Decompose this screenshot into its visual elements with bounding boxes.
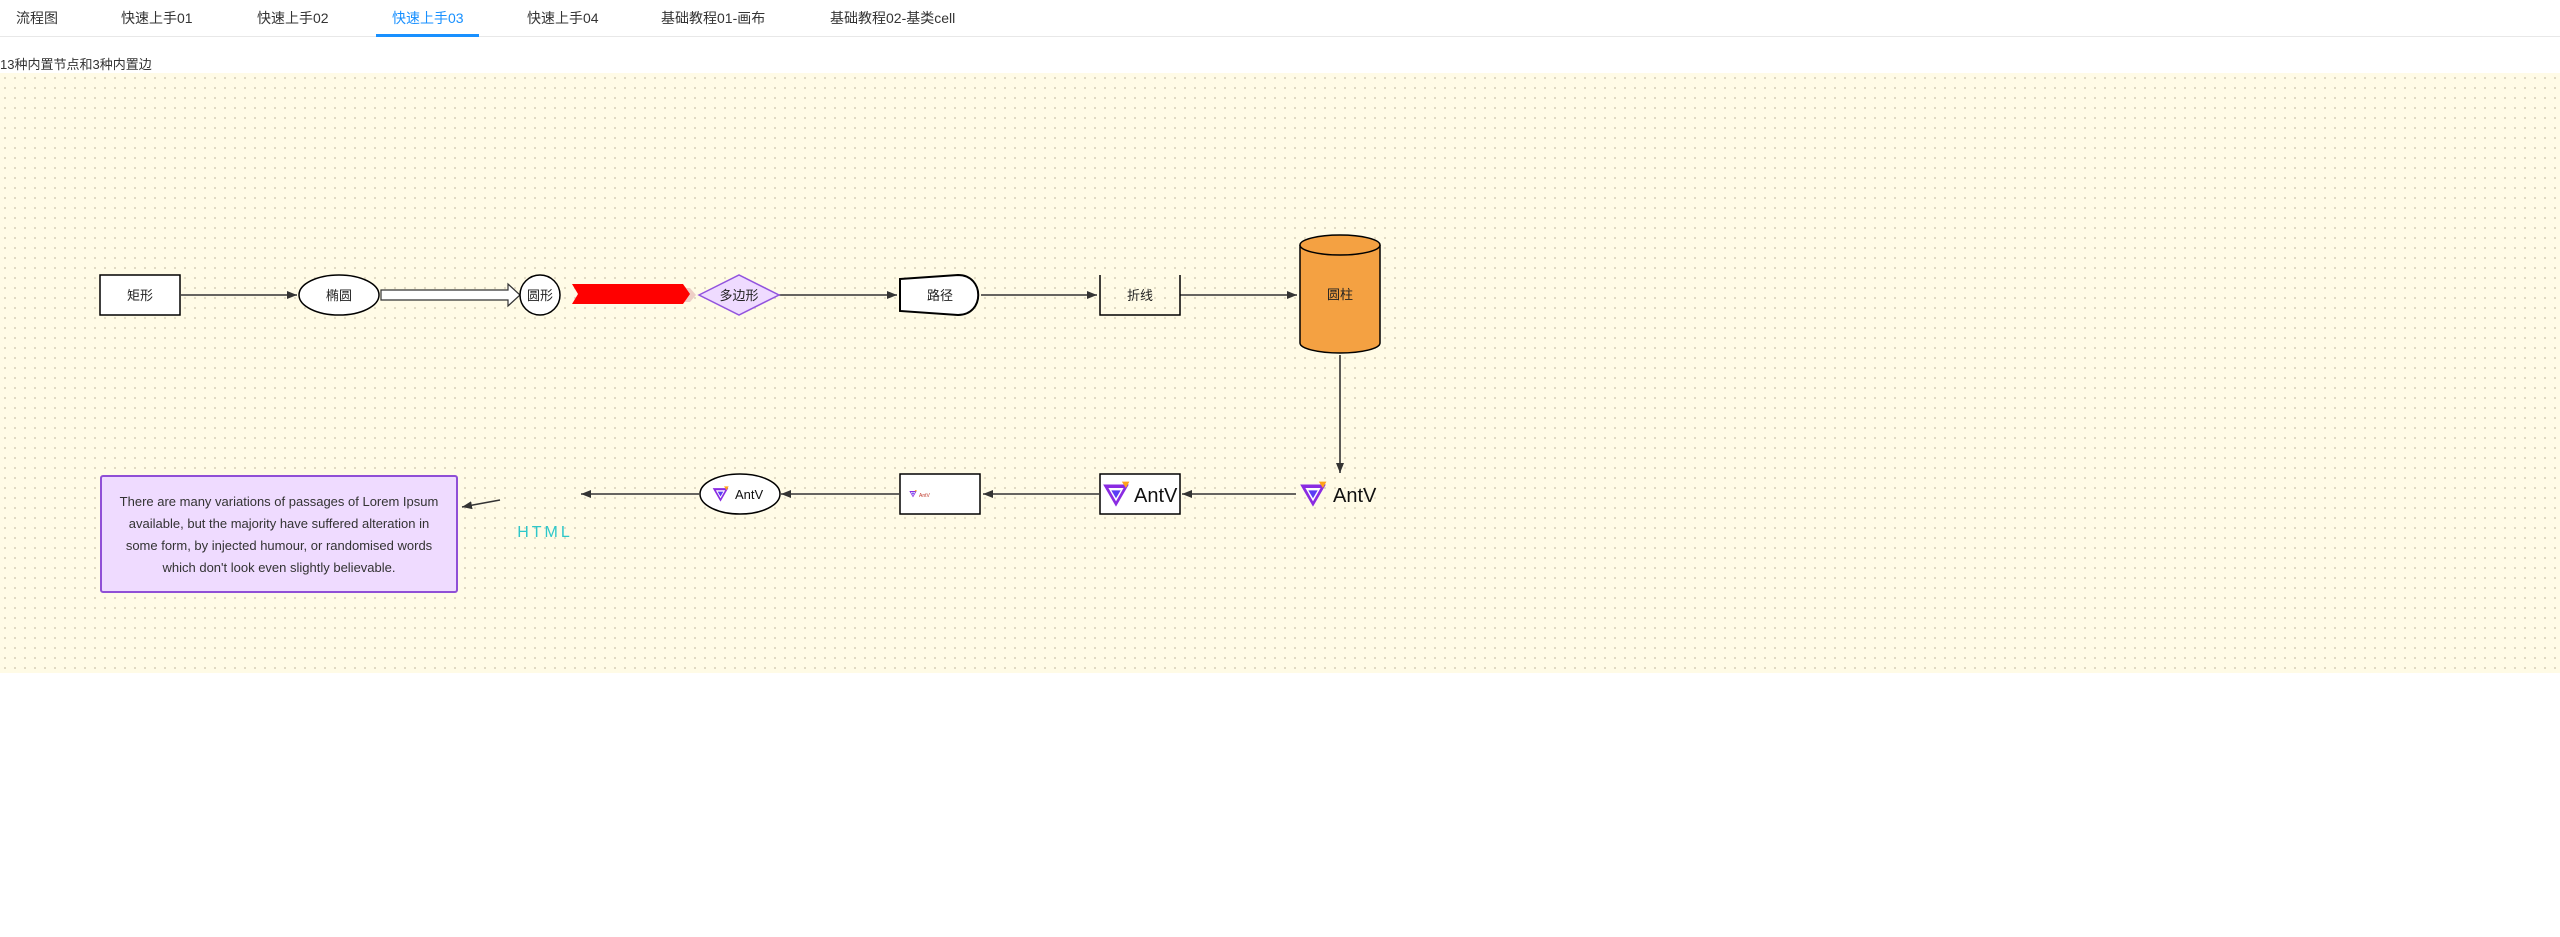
edge-html-to-text-block[interactable] [461, 499, 501, 510]
node-arrow-shape[interactable] [572, 284, 696, 304]
tab-quickstart-04[interactable]: 快速上手04 [527, 10, 599, 26]
graph-canvas[interactable]: 矩形 椭圆 圆形 多边形 路径 折线 圆柱 [0, 73, 2560, 673]
tab-flowchart[interactable]: 流程图 [16, 10, 58, 26]
node-html[interactable]: HTML [517, 524, 573, 541]
node-image-circle-label: AntV [735, 487, 764, 502]
active-tab-indicator [376, 34, 479, 37]
node-cylinder[interactable]: 圆柱 [1299, 234, 1381, 354]
node-image-bordered[interactable]: AntV [1099, 473, 1181, 515]
graph-svg: 矩形 椭圆 圆形 多边形 路径 折线 圆柱 [99, 234, 1381, 541]
tab-basics-01-canvas[interactable]: 基础教程01-画布 [661, 10, 766, 26]
tab-bar: 流程图 快速上手01 快速上手02 快速上手03 快速上手04 基础教程01-画… [0, 0, 2560, 37]
demo-caption: 13种内置节点和3种内置边 [0, 57, 152, 72]
node-circle[interactable]: 圆形 [519, 274, 561, 316]
node-path[interactable]: 路径 [899, 273, 980, 317]
tab-quickstart-01[interactable]: 快速上手01 [121, 10, 193, 26]
node-polygon[interactable]: 多边形 [697, 274, 781, 316]
edge-double-ellipse-to-circle[interactable] [380, 282, 521, 308]
node-text-block-content: There are many variations of passages of… [119, 494, 439, 575]
node-text-block[interactable]: There are many variations of passages of… [100, 475, 458, 593]
node-image-label: AntV [1333, 485, 1377, 507]
node-ellipse[interactable]: 椭圆 [298, 274, 380, 316]
antv-logo-icon [1300, 481, 1327, 507]
node-polyline-label: 折线 [1127, 288, 1153, 303]
node-html-label: HTML [517, 524, 573, 541]
node-polyline[interactable]: 折线 [1099, 275, 1181, 316]
tab-quickstart-03[interactable]: 快速上手03 [392, 10, 464, 26]
node-image-bordered-label: AntV [1134, 485, 1178, 507]
node-image-small-label: AntV [919, 493, 931, 499]
node-image-small[interactable]: AntV [899, 473, 981, 515]
node-polygon-label: 多边形 [719, 288, 758, 303]
node-circle-label: 圆形 [527, 288, 553, 303]
node-ellipse-label: 椭圆 [326, 288, 352, 303]
node-image[interactable]: AntV [1300, 481, 1377, 507]
node-rect-label: 矩形 [127, 288, 153, 303]
tab-quickstart-02[interactable]: 快速上手02 [257, 10, 329, 26]
node-path-label: 路径 [927, 288, 953, 303]
node-image-circle[interactable]: AntV [699, 473, 781, 515]
tab-basics-02-cell[interactable]: 基础教程02-基类cell [830, 10, 956, 26]
node-rect[interactable]: 矩形 [99, 274, 181, 316]
node-cylinder-label: 圆柱 [1327, 287, 1353, 302]
